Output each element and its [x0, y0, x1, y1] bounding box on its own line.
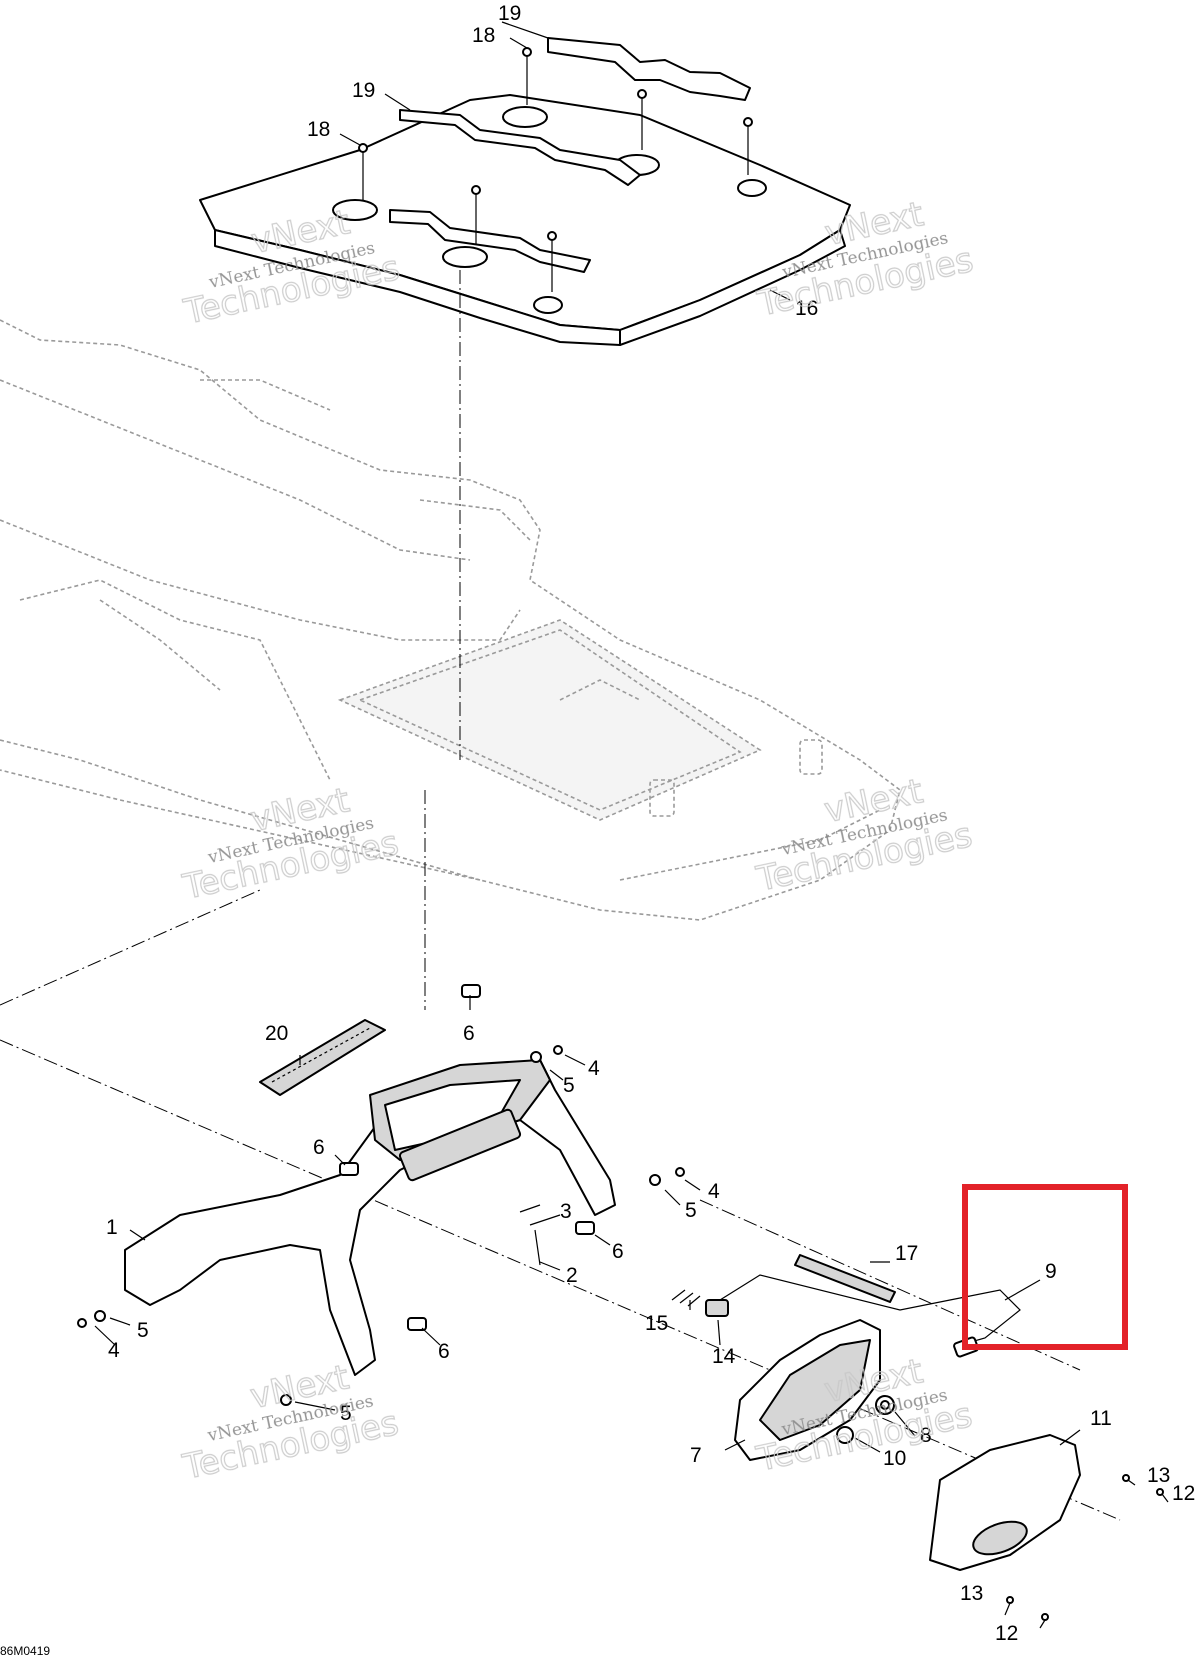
- callout-labels: 19 18 19 18 16 6 20 4 5 6 4 5 3 6 2 1 5 …: [106, 2, 1195, 1645]
- callout-13-right: 13: [1147, 1464, 1170, 1487]
- callout-8: 8: [920, 1424, 932, 1447]
- hardware-set[interactable]: [77, 984, 685, 1406]
- callout-4-top: 4: [588, 1057, 600, 1080]
- callout-11: 11: [1090, 1407, 1112, 1430]
- rear-grab-handle-1[interactable]: [124, 1059, 616, 1376]
- grommet-8[interactable]: [875, 1395, 895, 1415]
- callout-1: 1: [106, 1216, 118, 1239]
- chassis-phantom: [0, 319, 901, 921]
- callout-6-top: 6: [463, 1022, 475, 1045]
- callout-15: 15: [645, 1312, 668, 1335]
- callout-16: 16: [795, 297, 818, 320]
- screws-18[interactable]: [358, 47, 753, 292]
- screws-12-washers-13[interactable]: [1006, 1474, 1164, 1621]
- connector-14[interactable]: [705, 1299, 729, 1317]
- callout-5-low: 5: [340, 1402, 352, 1425]
- callout-4-mid: 4: [708, 1180, 720, 1203]
- callout-12-right: 12: [1172, 1482, 1195, 1505]
- callout-19-lower: 19: [352, 79, 375, 102]
- callout-7: 7: [690, 1444, 702, 1467]
- callout-2: 2: [566, 1264, 578, 1287]
- terminals-15[interactable]: [671, 1289, 701, 1307]
- callout-5-mid: 5: [685, 1199, 697, 1222]
- bulb-10[interactable]: [836, 1426, 854, 1444]
- callout-3: 3: [560, 1200, 572, 1223]
- callout-6-left: 6: [313, 1136, 325, 1159]
- tail-light-housing-7[interactable]: [734, 1319, 881, 1461]
- callout-4-left: 4: [108, 1339, 120, 1362]
- callout-20: 20: [265, 1022, 288, 1045]
- assembly-centerlines: [0, 270, 1121, 1521]
- callout-5-top: 5: [563, 1074, 575, 1097]
- callout-5-left: 5: [137, 1319, 149, 1342]
- callout-leaders: [94, 21, 1169, 1629]
- reflector-20[interactable]: [259, 1019, 386, 1096]
- callout-6-mid: 6: [612, 1240, 624, 1263]
- callout-13-bottom: 13: [960, 1582, 983, 1605]
- callout-14: 14: [712, 1345, 736, 1368]
- callout-18-lower: 18: [307, 118, 330, 141]
- callout-10: 10: [883, 1447, 906, 1470]
- callout-17: 17: [895, 1242, 918, 1265]
- highlight-box: [962, 1184, 1128, 1350]
- sleeve-17[interactable]: [794, 1254, 896, 1303]
- seal-19-lower[interactable]: [389, 109, 641, 273]
- watermarks: Technologies vNext vNext Technologies Te…: [178, 194, 977, 1489]
- callout-9: 9: [1045, 1260, 1057, 1283]
- callout-12-bottom: 12: [995, 1622, 1018, 1645]
- callout-19-upper: 19: [498, 2, 521, 25]
- seal-19-upper[interactable]: [547, 37, 751, 101]
- reference-code: 86M0419: [0, 1644, 50, 1658]
- callout-18-upper: 18: [472, 24, 495, 47]
- callout-6-low: 6: [438, 1340, 450, 1363]
- tail-light-lens-11[interactable]: [929, 1434, 1081, 1571]
